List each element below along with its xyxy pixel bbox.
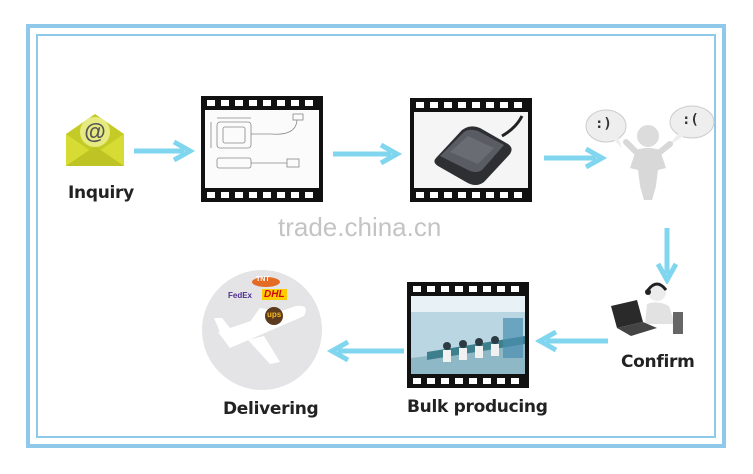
inner-border	[36, 34, 716, 438]
label-inquiry: Inquiry	[68, 183, 134, 203]
arrow-left-icon	[326, 340, 404, 362]
at-symbol: @	[84, 119, 105, 144]
carrier-fedex-logo: FedEx	[228, 291, 253, 300]
outer-border	[26, 24, 726, 448]
film-gps-antenna	[410, 98, 532, 202]
sad-emoticon: :(	[682, 112, 699, 128]
happy-emoticon: :)	[595, 116, 612, 132]
arrow-right-icon	[134, 140, 196, 162]
arrow-right-icon	[544, 147, 608, 169]
inquiry-envelope-icon: @	[62, 108, 128, 172]
person-thinking-icon	[582, 104, 722, 204]
label-bulk-producing: Bulk producing	[407, 397, 548, 417]
film-technical-drawing	[201, 96, 323, 202]
support-agent-icon	[603, 278, 689, 342]
film-factory-line	[407, 282, 529, 388]
carrier-tnt-logo: TNT	[256, 276, 270, 283]
arrow-down-icon	[656, 228, 678, 284]
label-confirm: Confirm	[621, 352, 695, 372]
arrow-left-icon	[534, 330, 608, 352]
arrow-right-icon	[333, 143, 403, 165]
carrier-dhl-logo: DHL	[262, 289, 287, 300]
delivery-plane-icon	[200, 268, 324, 392]
watermark-text: trade.china.cn	[278, 212, 442, 242]
label-delivering: Delivering	[223, 399, 319, 419]
carrier-ups-logo: ups	[267, 310, 282, 319]
